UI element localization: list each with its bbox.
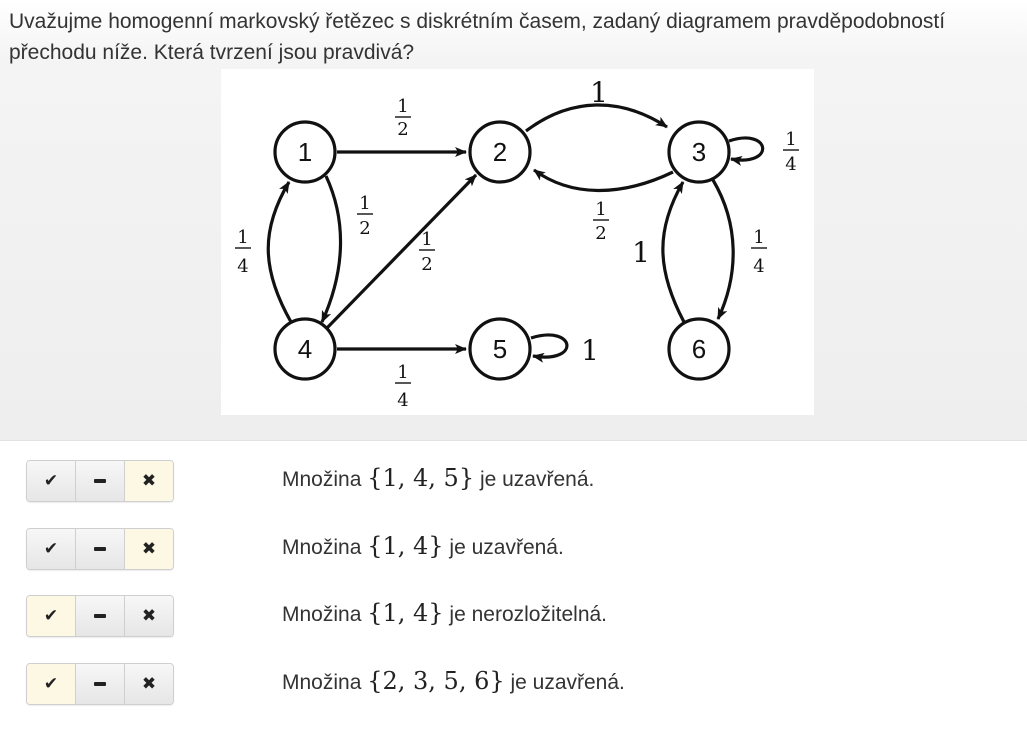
answer-button-group: ✔ ✖ [26,528,174,570]
edge-3-6 [711,179,735,320]
markov-chain-diagram: 1 2 3 4 5 6 1 2 1 1 2 1 [221,69,814,415]
statement-text: Množina {1, 4} je uzavřená. [282,532,564,560]
mark-correct-button[interactable]: ✔ [27,596,76,636]
statement-set: {1, 4} [367,532,444,560]
node-3-label: 3 [692,137,706,167]
node-2 [468,120,532,184]
node-6 [667,317,731,381]
prob-1-4-num: 1 [359,193,370,214]
answer-row: ✔ ✖ Množina {2, 3, 5, 6} je uzavřená. [0,663,1027,707]
mark-neutral-button[interactable] [76,664,125,704]
prob-3-2-den: 2 [595,223,606,244]
node-5 [468,317,532,381]
statement-prefix: Množina [282,468,362,491]
edge-3-3 [728,136,765,166]
prob-4-2-num: 1 [421,229,432,250]
node-3 [667,120,731,184]
cross-icon: ✖ [141,539,157,558]
dash-icon [94,479,106,483]
node-6-label: 6 [692,334,706,364]
edge-4-2 [324,173,478,331]
dash-icon [94,614,106,618]
statement-text: Množina {1, 4, 5} je uzavřená. [282,464,594,492]
mark-correct-button[interactable]: ✔ [27,664,76,704]
question-panel: Uvažujme homogenní markovský řetězec s d… [0,0,1027,441]
prob-4-5-den: 4 [397,390,408,411]
answer-button-group: ✔ ✖ [26,663,174,705]
answer-button-group: ✔ ✖ [26,595,174,637]
prob-1-2-den: 2 [397,119,408,140]
answer-row: ✔ ✖ Množina {1, 4} je uzavřená. [0,528,1027,572]
statement-set: {1, 4, 5} [367,464,475,492]
statement-prefix: Množina [282,536,362,559]
mark-wrong-button[interactable]: ✖ [125,461,173,501]
prob-3-3-num: 1 [785,129,796,150]
prob-4-1-num: 1 [237,227,248,248]
prob-1-4-den: 2 [359,218,370,239]
edge-4-1 [266,181,293,323]
answer-row: ✔ ✖ Množina {1, 4, 5} je uzavřená. [0,460,1027,504]
statement-set: {2, 3, 5, 6} [367,667,505,695]
prob-3-2-num: 1 [595,199,606,220]
question-text: Uvažujme homogenní markovský řetězec s d… [9,10,946,64]
check-icon: ✔ [43,471,59,490]
prob-4-5-num: 1 [397,362,408,383]
edge-5-5 [530,333,569,363]
cross-icon: ✖ [141,674,157,693]
mark-neutral-button[interactable] [76,461,125,501]
cross-icon: ✖ [141,471,157,490]
node-4 [273,317,337,381]
answer-row: ✔ ✖ Množina {1, 4} je nerozložitelná. [0,595,1027,639]
mark-neutral-button[interactable] [76,596,125,636]
check-icon: ✔ [43,539,59,558]
statement-suffix: je uzavřená. [510,671,625,694]
mark-wrong-button[interactable]: ✖ [125,596,173,636]
statement-text: Množina {1, 4} je nerozložitelná. [282,599,607,627]
prob-6-3: 1 [632,236,650,269]
prob-5-5: 1 [581,334,599,367]
mark-neutral-button[interactable] [76,529,125,569]
node-4-label: 4 [298,334,312,364]
mark-correct-button[interactable]: ✔ [27,461,76,501]
node-5-label: 5 [493,334,507,364]
statement-prefix: Množina [282,603,362,626]
dash-icon [94,682,106,686]
prob-3-3-den: 4 [785,154,796,175]
check-icon: ✔ [43,674,59,693]
statement-set: {1, 4} [367,599,444,627]
prob-3-6-num: 1 [753,227,764,248]
statement-text: Množina {2, 3, 5, 6} je uzavřená. [282,667,625,695]
mark-correct-button[interactable]: ✔ [27,529,76,569]
prob-1-2-num: 1 [397,96,408,117]
node-2-label: 2 [493,137,507,167]
answer-button-group: ✔ ✖ [26,460,174,502]
edge-3-2 [533,168,674,193]
statement-suffix: je nerozložitelná. [449,603,608,626]
prob-4-2-den: 2 [421,254,432,275]
mark-wrong-button[interactable]: ✖ [125,664,173,704]
cross-icon: ✖ [141,606,157,625]
edge-1-4 [320,175,343,323]
check-icon: ✔ [43,606,59,625]
statement-suffix: je uzavřená. [449,536,564,559]
statement-prefix: Množina [282,671,362,694]
edge-6-3 [661,181,686,323]
prob-4-1-den: 4 [237,256,248,277]
dash-icon [94,547,106,551]
edge-2-3 [525,103,668,133]
statement-suffix: je uzavřená. [479,468,595,491]
prob-3-6-den: 4 [753,256,764,277]
node-1 [273,120,337,184]
mark-wrong-button[interactable]: ✖ [125,529,173,569]
node-1-label: 1 [298,137,312,167]
prob-2-3: 1 [590,76,608,109]
